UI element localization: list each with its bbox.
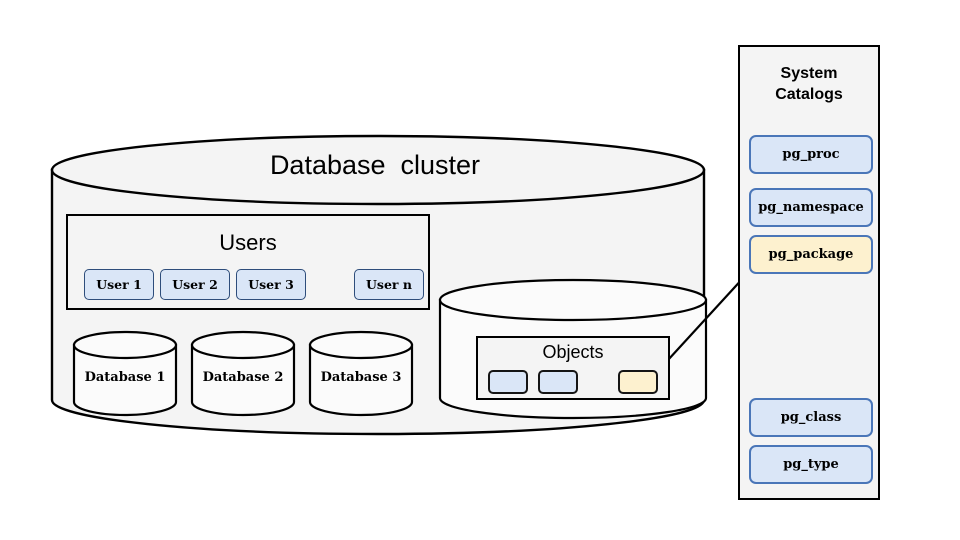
user-chip-1[interactable]: User 1 (84, 269, 154, 300)
system-catalogs-panel: System Catalogs pg_proc pg_namespace pg_… (738, 45, 880, 500)
users-box: Users User 1 User 2 User 3 User n (66, 214, 430, 310)
catalog-chip-pg-package[interactable]: pg_package (749, 235, 873, 274)
system-catalogs-title: System Catalogs (775, 65, 843, 103)
cluster-title: Database cluster (269, 150, 481, 180)
catalog-chip-pg-proc[interactable]: pg_proc (749, 135, 873, 174)
database-label-2: Database 2 (202, 370, 284, 385)
object-chip-blue-2[interactable] (538, 370, 578, 394)
database-label-3: Database 3 (320, 370, 402, 385)
objects-box: Objects (476, 336, 670, 400)
user-chip-2[interactable]: User 2 (160, 269, 230, 300)
catalog-chip-pg-namespace[interactable]: pg_namespace (749, 188, 873, 227)
database-label-1: Database 1 (84, 370, 166, 385)
object-chip-package[interactable] (618, 370, 658, 394)
users-title: Users (219, 230, 277, 255)
user-chip-row: User 1 User 2 User 3 User n (76, 269, 424, 301)
object-chip-blue-1[interactable] (488, 370, 528, 394)
user-chip-n[interactable]: User n (354, 269, 424, 300)
user-chip-3[interactable]: User 3 (236, 269, 306, 300)
objects-title: Objects (542, 342, 604, 362)
catalog-chip-pg-class[interactable]: pg_class (749, 398, 873, 437)
catalog-chip-pg-type[interactable]: pg_type (749, 445, 873, 484)
